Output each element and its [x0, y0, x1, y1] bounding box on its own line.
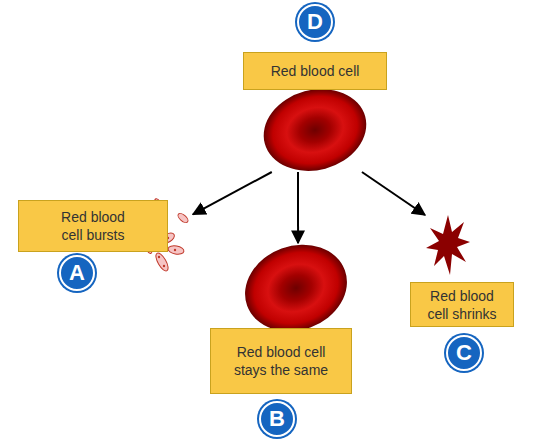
node-text: Red blood cell shrinks [423, 287, 501, 323]
arrow-connector [362, 172, 425, 215]
label-box: Red blood cell shrinks [410, 282, 514, 327]
node-text: Red blood cell stays the same [231, 343, 331, 379]
label-box: Red blood cell bursts [18, 200, 168, 252]
outcome-node: Red blood cell bursts [18, 190, 193, 280]
callout-letter: D [297, 4, 333, 40]
callout-letter: A [59, 255, 95, 291]
shrunken-cell [426, 215, 470, 275]
callout-letter: C [446, 335, 482, 371]
arrow-connector [193, 172, 272, 214]
node-text: Red blood cell bursts [49, 208, 137, 244]
arrow-connector [297, 172, 299, 243]
outcome-node: Red blood cell stays the same [210, 243, 352, 396]
outcome-node: Red blood cell shrinks [408, 215, 516, 328]
outcome-node: Red blood cell [243, 52, 387, 172]
red-blood-cell [254, 78, 375, 182]
label-box: Red blood cell [243, 52, 387, 90]
callout-letter: B [259, 401, 295, 437]
node-text: Red blood cell [271, 62, 360, 80]
label-box: Red blood cell stays the same [210, 328, 352, 394]
